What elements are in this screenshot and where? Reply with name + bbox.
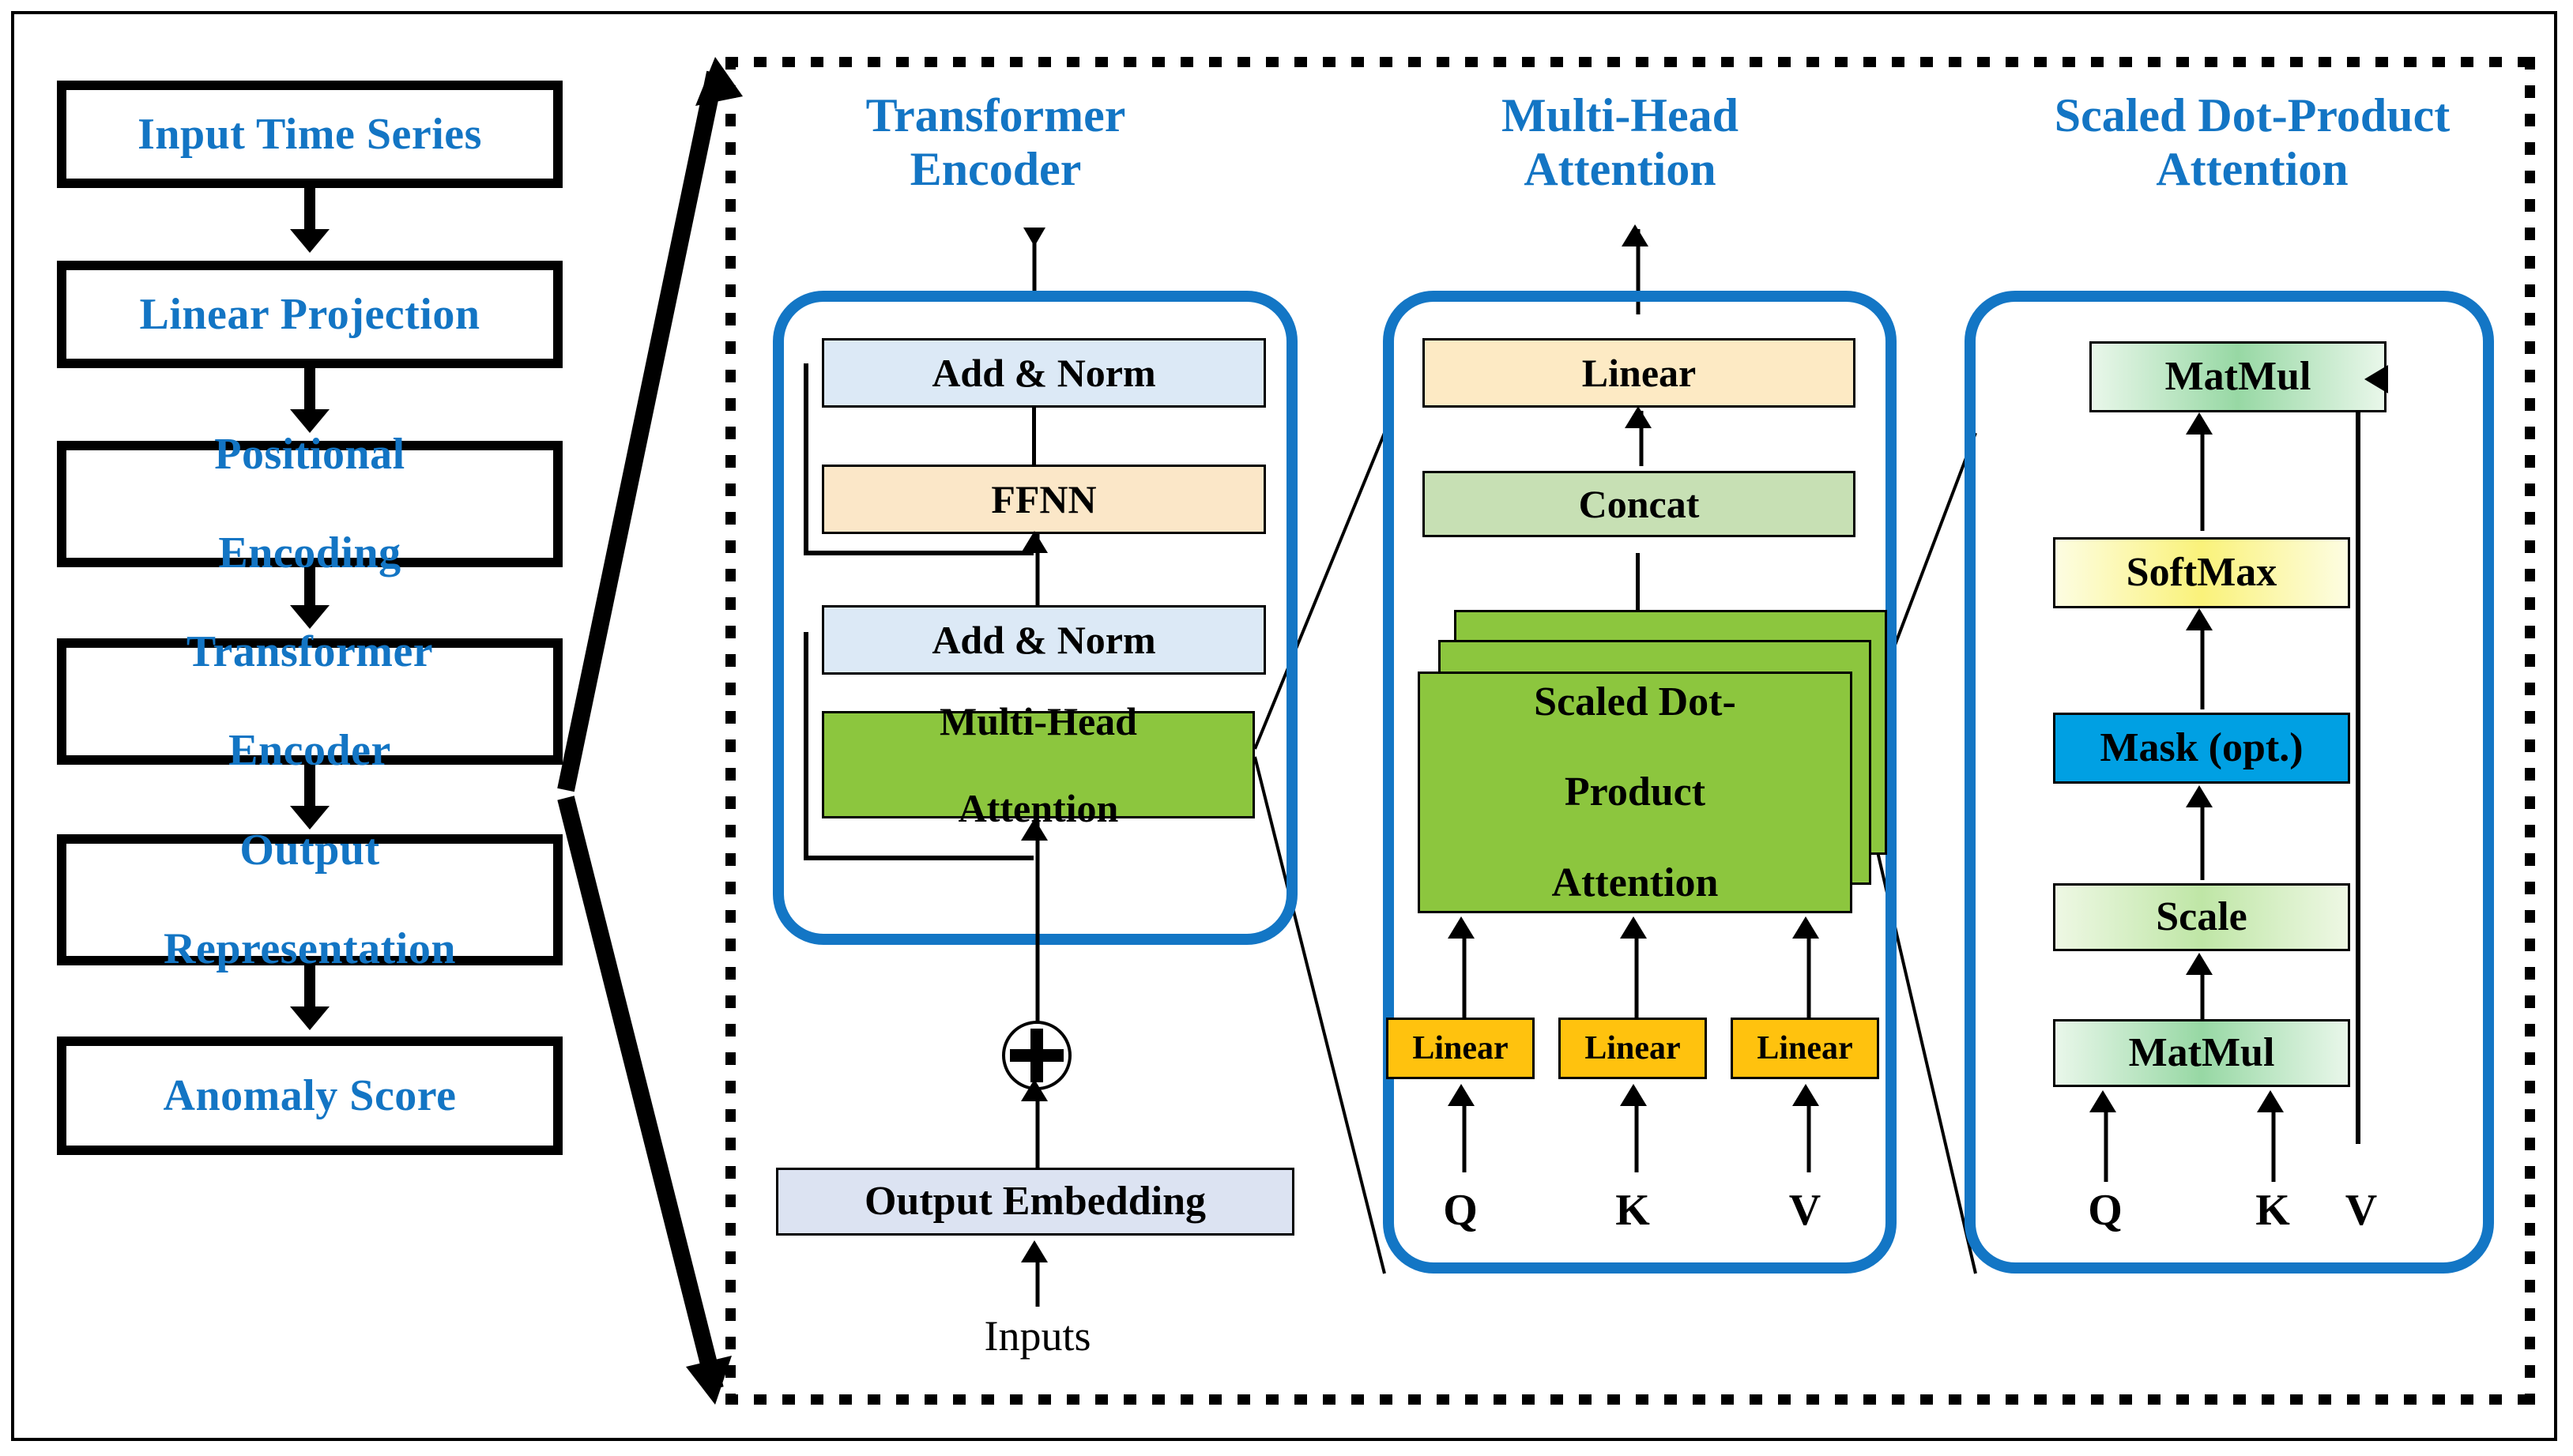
- label-k-multihead: K: [1615, 1186, 1650, 1235]
- outer-frame: [11, 11, 2557, 1441]
- linear-k-arrowhead-icon: [1620, 916, 1647, 939]
- ffnn-to-addnorm-line: [1032, 408, 1036, 466]
- caption-line1: Scaled Dot-Product: [2054, 89, 2451, 141]
- v-bypass-arrowhead-icon: [2364, 365, 2388, 393]
- k-arrowhead-icon: [1620, 1084, 1647, 1106]
- block-scaled-dot-product-attention: Scaled Dot- Product Attention: [1418, 672, 1852, 913]
- caption-line2: Attention: [2156, 143, 2349, 196]
- sum-to-mha-arrowhead-icon: [1021, 818, 1048, 841]
- pipeline-label: Linear Projection: [139, 289, 480, 339]
- panel-caption-encoder: Transformer Encoder: [790, 88, 1201, 197]
- multihead-output-arrowhead-icon: [1622, 224, 1648, 246]
- label-inputs: Inputs: [984, 1312, 1091, 1360]
- pipeline-box-input-time-series: Input Time Series: [57, 81, 563, 188]
- pipeline-box-linear-projection: Linear Projection: [57, 261, 563, 368]
- softmax-to-matmul-arrowhead-icon: [2186, 412, 2213, 435]
- scale-to-mask-arrowhead-icon: [2186, 785, 2213, 807]
- caption-line1: Multi-Head: [1501, 89, 1739, 141]
- pipeline-label-line1: Output: [239, 825, 380, 875]
- label-v-scaled: V: [2345, 1186, 2378, 1235]
- panel-encoder: [773, 291, 1298, 945]
- concat-to-linear-arrowhead-icon: [1625, 406, 1652, 428]
- block-mask: Mask (opt.): [2053, 713, 2350, 784]
- q-arrowhead-icon: [1448, 1084, 1475, 1106]
- panel-scaled: [1965, 291, 2494, 1274]
- label-k-scaled: K: [2255, 1186, 2290, 1235]
- block-matmul-top: MatMul: [2089, 341, 2387, 412]
- pipeline-label-line1: Transformer: [186, 626, 434, 676]
- block-multi-head-attention: Multi-Head Attention: [822, 699, 1255, 830]
- block-softmax: SoftMax: [2053, 537, 2350, 608]
- label-q-scaled: Q: [2088, 1186, 2123, 1235]
- matmul-to-scale-arrowhead-icon: [2186, 953, 2213, 975]
- embedding-to-sum-arrowhead-icon: [1021, 1079, 1048, 1101]
- pipeline-label: Input Time Series: [138, 109, 482, 159]
- block-linear-q: Linear: [1386, 1018, 1535, 1079]
- pipeline-box-output-representation: Output Representation: [57, 826, 563, 973]
- caption-line2: Attention: [1524, 143, 1716, 196]
- caption-line1: Transformer: [865, 89, 1126, 141]
- block-add-norm-upper: Add & Norm: [822, 338, 1266, 408]
- linear-v-arrowhead-icon: [1792, 916, 1819, 939]
- pipeline-box-anomaly-score: Anomaly Score: [57, 1037, 563, 1155]
- v-arrowhead-icon: [1792, 1084, 1819, 1106]
- pipeline-label-line1: Positional: [214, 429, 405, 479]
- block-add-norm-lower: Add & Norm: [822, 605, 1266, 675]
- block-linear-k: Linear: [1558, 1018, 1707, 1079]
- caption-line2: Encoder: [910, 143, 1082, 196]
- pipeline-label: Anomaly Score: [163, 1070, 457, 1120]
- block-linear-output: Linear: [1422, 338, 1855, 408]
- mha-to-addnorm-arrowhead-icon: [1021, 531, 1048, 553]
- k-matmul-arrowhead-icon: [2257, 1090, 2284, 1112]
- linear-q-arrowhead-icon: [1448, 916, 1475, 939]
- block-scale: Scale: [2053, 883, 2350, 951]
- sdpa-to-concat-line: [1636, 553, 1640, 611]
- block-output-embedding: Output Embedding: [776, 1168, 1294, 1236]
- block-linear-v: Linear: [1731, 1018, 1879, 1079]
- pipeline-box-transformer-encoder: Transformer Encoder: [57, 627, 563, 775]
- panel-caption-scaled: Scaled Dot-Product Attention: [1960, 88, 2545, 197]
- block-ffnn: FFNN: [822, 465, 1266, 534]
- block-concat: Concat: [1422, 471, 1855, 537]
- inputs-to-embedding-arrowhead-icon: [1021, 1240, 1048, 1262]
- block-matmul-bottom: MatMul: [2053, 1019, 2350, 1087]
- label-v-multihead: V: [1788, 1186, 1821, 1235]
- pipeline-box-positional-encoding: Positional Encoding: [57, 430, 563, 578]
- mask-to-softmax-arrowhead-icon: [2186, 608, 2213, 630]
- label-q-multihead: Q: [1443, 1186, 1478, 1235]
- q-matmul-arrowhead-icon: [2089, 1090, 2116, 1112]
- panel-caption-multihead: Multi-Head Attention: [1430, 88, 1810, 197]
